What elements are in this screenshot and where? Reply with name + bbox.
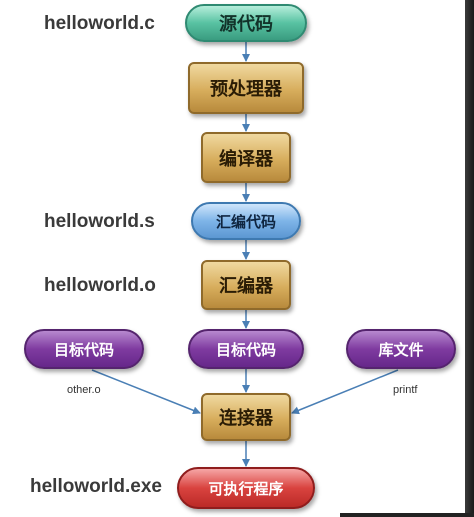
library-file-node: 库文件 — [346, 329, 456, 369]
other-object-label: other.o — [67, 384, 101, 396]
executable-program-node: 可执行程序 — [177, 467, 315, 509]
object-code-left-node: 目标代码 — [24, 329, 144, 369]
preprocessor-node: 预处理器 — [188, 62, 304, 114]
object-code-center-node: 目标代码 — [188, 329, 304, 369]
linker-node: 连接器 — [201, 393, 291, 441]
object-file-label: helloworld.o — [44, 275, 156, 296]
source-file-label: helloworld.c — [44, 13, 155, 34]
arrow-library-to-linker — [291, 369, 399, 415]
window-bottom-edge — [340, 513, 474, 517]
printf-label: printf — [393, 384, 418, 396]
arrow-other-object-to-linker — [91, 369, 201, 415]
assembly-code-node: 汇编代码 — [191, 202, 301, 240]
assembly-file-label: helloworld.s — [44, 211, 155, 232]
window-edge — [465, 0, 474, 517]
executable-file-label: helloworld.exe — [30, 476, 162, 497]
source-code-node: 源代码 — [185, 4, 307, 42]
compiler-node: 编译器 — [201, 132, 291, 183]
assembler-node: 汇编器 — [201, 260, 291, 310]
